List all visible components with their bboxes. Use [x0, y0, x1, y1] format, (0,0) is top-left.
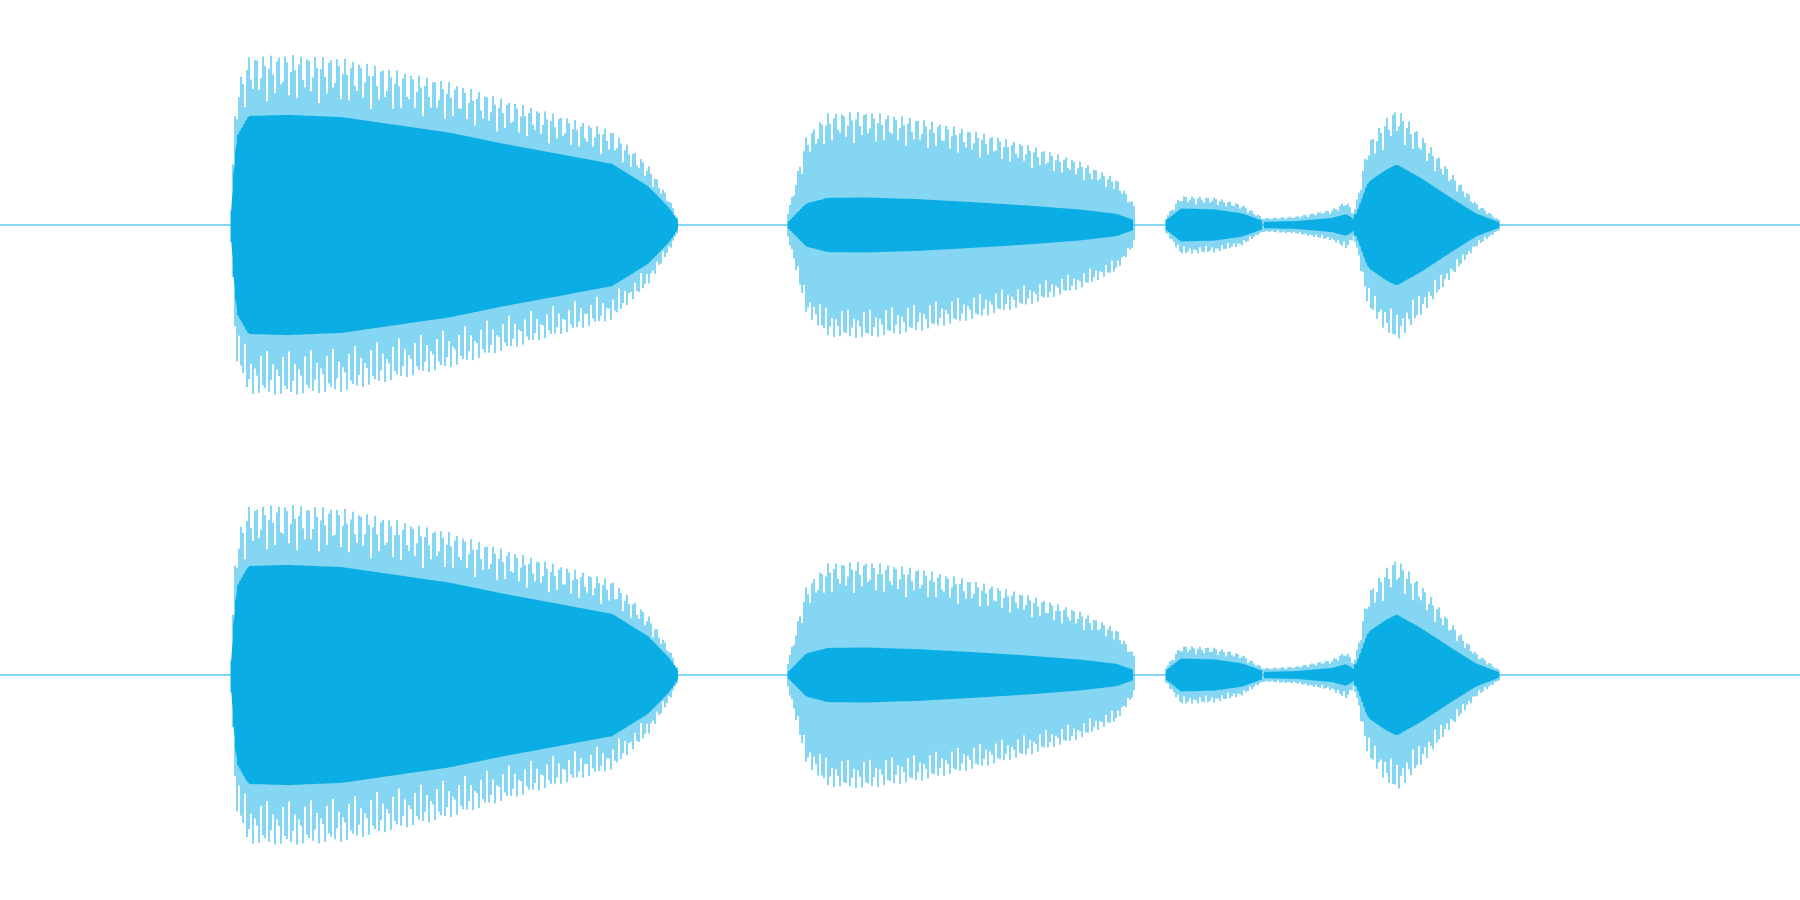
waveform-core [788, 647, 1133, 703]
waveform-core [1166, 658, 1262, 692]
burst-2 [787, 561, 1135, 789]
waveform-core [231, 114, 678, 336]
waveform-core [1355, 614, 1499, 736]
burst-3 [1165, 196, 1265, 254]
waveform-core [1166, 208, 1262, 242]
waveform-core [1355, 164, 1499, 286]
waveform-core [231, 564, 678, 786]
waveform-core [1264, 214, 1354, 236]
burst-1 [230, 55, 678, 395]
burst-4 [1263, 203, 1355, 249]
burst-5 [1354, 561, 1500, 789]
channel-1-waveform [0, 55, 1800, 395]
burst-1 [230, 505, 678, 845]
burst-4 [1263, 653, 1355, 699]
channel-2-waveform [0, 505, 1800, 845]
burst-5 [1354, 112, 1500, 339]
burst-2 [787, 112, 1135, 339]
burst-3 [1165, 646, 1265, 704]
waveform-core [1264, 664, 1354, 686]
waveform-core [788, 197, 1133, 253]
